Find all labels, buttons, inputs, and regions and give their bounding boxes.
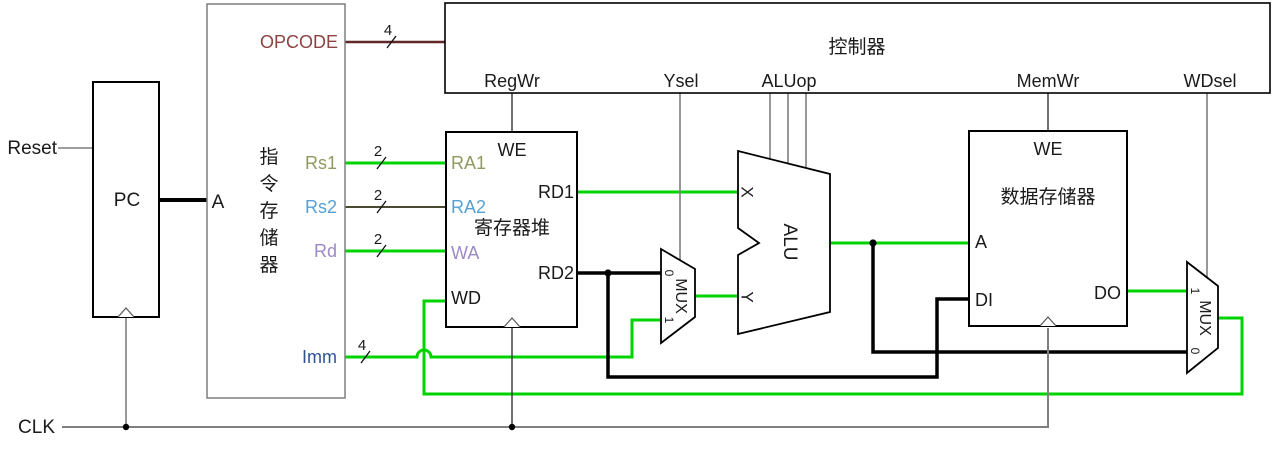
mux2-in0-label: 0 bbox=[1188, 348, 1202, 355]
junction-clk-regfile bbox=[508, 423, 516, 431]
imem-title-char3: 存 bbox=[259, 200, 278, 222]
dmem-port-we: WE bbox=[1034, 139, 1063, 159]
dmem-clock-triangle-icon bbox=[1039, 316, 1057, 327]
regfile-port-we: WE bbox=[498, 140, 527, 160]
imem-title-char5: 器 bbox=[259, 255, 278, 276]
buswidth-slash-opcode bbox=[386, 35, 397, 49]
wire-alu-mux2 bbox=[871, 243, 1187, 354]
wires bbox=[58, 40, 1244, 428]
imem-out-rs2: Rs2 bbox=[305, 197, 337, 217]
controller-out-ysel: Ysel bbox=[663, 71, 698, 91]
buswidth-slash-rd bbox=[376, 244, 387, 258]
instruction-memory-box bbox=[206, 3, 346, 399]
buswidth-slash-rs2 bbox=[376, 200, 387, 214]
wire-rd2-di bbox=[606, 273, 970, 379]
junctions bbox=[122, 239, 877, 431]
junction-alu-result bbox=[869, 239, 877, 247]
controller-out-memwr: MemWr bbox=[1017, 71, 1080, 91]
regfile-title: 寄存器堆 bbox=[474, 217, 550, 239]
regfile-port-rd1: RD1 bbox=[538, 182, 574, 202]
mux1-in0-label: 0 bbox=[662, 270, 676, 277]
pc-title: PC bbox=[114, 190, 140, 211]
controller-out-aluop: ALUop bbox=[761, 71, 816, 91]
regfile-port-rd2: RD2 bbox=[538, 263, 574, 283]
regfile-port-wd: WD bbox=[451, 288, 481, 308]
mux1-shape bbox=[660, 247, 696, 345]
imem-out-rd: Rd bbox=[314, 241, 337, 261]
pc-box bbox=[92, 81, 160, 318]
imem-title-char2: 令 bbox=[259, 173, 278, 195]
dmem-port-a: A bbox=[975, 232, 987, 252]
buswidth-rs2: 2 bbox=[374, 187, 382, 204]
regfile-port-wa: WA bbox=[451, 243, 479, 263]
wire-clk bbox=[62, 328, 1049, 428]
buswidth-rs1: 2 bbox=[374, 143, 382, 160]
pc-clock-triangle-icon bbox=[117, 307, 135, 318]
controller-out-wdsel: WDsel bbox=[1184, 71, 1237, 91]
dmem-port-di: DI bbox=[975, 290, 993, 310]
blocks bbox=[92, 2, 1271, 399]
mux2-in1-label: 1 bbox=[1188, 288, 1202, 295]
clk-label: CLK bbox=[18, 417, 55, 438]
register-file-box bbox=[445, 131, 578, 328]
imem-port-a: A bbox=[212, 192, 225, 213]
bus-width-markers: 4 2 2 2 4 bbox=[358, 22, 397, 364]
data-memory-box bbox=[968, 130, 1128, 327]
mux2-shape bbox=[1186, 260, 1219, 375]
buswidth-imm: 4 bbox=[358, 337, 366, 354]
junction-clk-pc bbox=[122, 423, 130, 431]
regfile-clock-triangle-icon bbox=[503, 317, 521, 328]
mux1-label: MUX bbox=[672, 278, 689, 314]
buswidth-slash-rs1 bbox=[376, 156, 387, 170]
buswidth-slash-imm bbox=[360, 350, 371, 364]
imem-title-char1: 指 bbox=[259, 146, 278, 168]
alu-port-x: X bbox=[738, 186, 757, 197]
labels: Reset CLK PC A 指 令 存 储 器 OPCODE Rs1 Rs2 … bbox=[7, 32, 1236, 438]
dmem-port-do: DO bbox=[1094, 283, 1121, 303]
controller-title: 控制器 bbox=[828, 36, 885, 58]
buswidth-rd: 2 bbox=[374, 231, 382, 248]
imem-title-char4: 储 bbox=[259, 227, 278, 249]
mux1-in1-label: 1 bbox=[662, 317, 676, 324]
alu-shape bbox=[737, 149, 831, 336]
wire-imm bbox=[345, 318, 661, 359]
reset-label: Reset bbox=[7, 138, 57, 159]
alu-port-y: Y bbox=[738, 291, 757, 302]
regfile-port-ra2: RA2 bbox=[451, 197, 486, 217]
regfile-port-ra1: RA1 bbox=[451, 153, 486, 173]
imem-out-opcode: OPCODE bbox=[260, 32, 338, 52]
mux2-label: MUX bbox=[1196, 300, 1213, 336]
junction-rd2 bbox=[604, 269, 612, 277]
alu-label: ALU bbox=[779, 224, 800, 261]
buswidth-opcode: 4 bbox=[384, 22, 392, 39]
imem-out-rs1: Rs1 bbox=[305, 153, 337, 173]
wire-writeback-wd bbox=[422, 299, 1244, 396]
controller-out-regwr: RegWr bbox=[484, 71, 540, 91]
dmem-title: 数据存储器 bbox=[1000, 186, 1095, 208]
imem-out-imm: Imm bbox=[302, 347, 337, 367]
controller-box bbox=[444, 2, 1271, 94]
